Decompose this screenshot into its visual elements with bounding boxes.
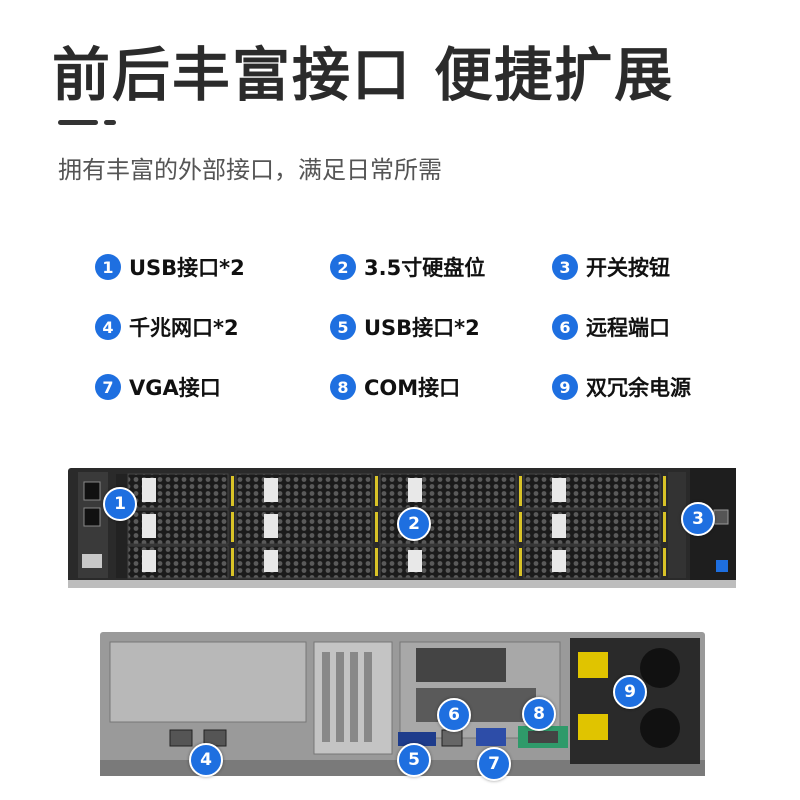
legend-item-vga: 7 VGA接口 [95, 370, 221, 404]
legend-label: 双冗余电源 [586, 376, 691, 400]
legend-item-usb-rear: 5 USB接口*2 [330, 310, 480, 344]
callout-5: 5 [397, 743, 431, 777]
legend-item-disk-bay: 2 3.5寸硬盘位 [330, 250, 485, 284]
callout-6: 6 [437, 698, 471, 732]
server-rear-panel [100, 632, 705, 776]
legend-label: COM接口 [364, 376, 461, 400]
number-badge: 8 [330, 374, 356, 400]
port-legend: 1 USB接口*2 2 3.5寸硬盘位 3 开关按钮 4 千兆网口*2 5 US… [95, 250, 735, 410]
legend-item-power-button: 3 开关按钮 [552, 250, 670, 284]
callout-7: 7 [477, 747, 511, 781]
number-badge: 7 [95, 374, 121, 400]
callout-3: 3 [681, 502, 715, 536]
legend-item-usb-front: 1 USB接口*2 [95, 250, 245, 284]
number-badge: 2 [330, 254, 356, 280]
legend-label: 3.5寸硬盘位 [364, 256, 486, 280]
callout-2: 2 [397, 507, 431, 541]
number-badge: 9 [552, 374, 578, 400]
legend-label: 远程端口 [586, 316, 670, 340]
legend-item-gigabit-ports: 4 千兆网口*2 [95, 310, 239, 344]
callout-1: 1 [103, 487, 137, 521]
page-subtitle: 拥有丰富的外部接口，满足日常所需 [58, 156, 442, 184]
legend-label: 开关按钮 [586, 256, 670, 280]
number-badge: 5 [330, 314, 356, 340]
legend-label: USB接口*2 [129, 256, 245, 280]
callout-9: 9 [613, 675, 647, 709]
page-title: 前后丰富接口 便捷扩展 [52, 41, 675, 109]
legend-label: VGA接口 [129, 376, 221, 400]
legend-item-remote-port: 6 远程端口 [552, 310, 670, 344]
number-badge: 6 [552, 314, 578, 340]
callout-4: 4 [189, 743, 223, 777]
legend-label: USB接口*2 [364, 316, 480, 340]
legend-item-com: 8 COM接口 [330, 370, 460, 404]
drive-bays [127, 473, 661, 579]
number-badge: 3 [552, 254, 578, 280]
legend-item-redundant-psu: 9 双冗余电源 [552, 370, 691, 404]
number-badge: 4 [95, 314, 121, 340]
callout-8: 8 [522, 697, 556, 731]
number-badge: 1 [95, 254, 121, 280]
legend-label: 千兆网口*2 [129, 316, 239, 340]
